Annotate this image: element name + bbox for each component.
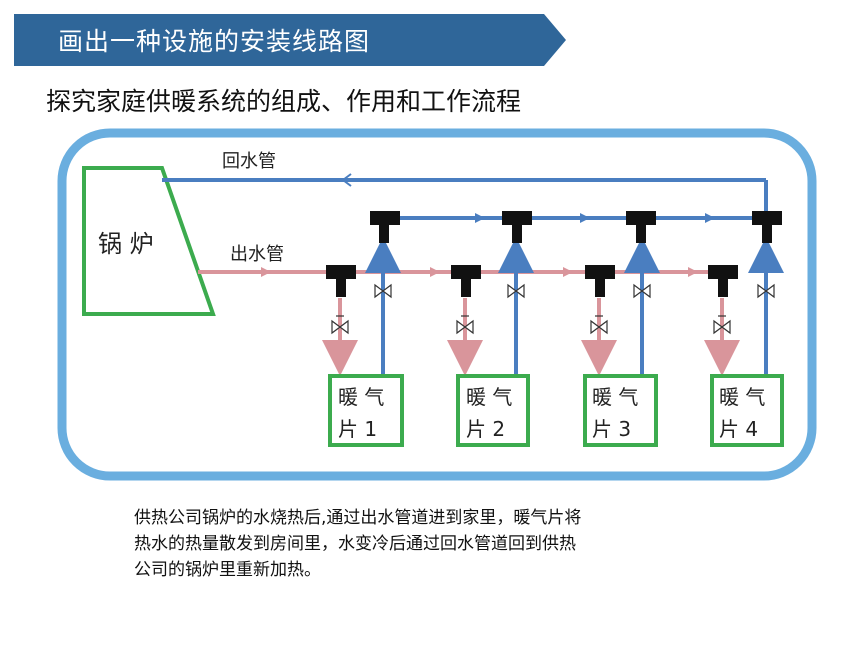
radiator-box — [583, 374, 658, 447]
title-banner: 画出一种设施的安装线路图 — [14, 14, 566, 66]
radiator-label: 片 2 — [466, 417, 505, 441]
radiator-box — [710, 374, 784, 447]
supply-pipe-label: 出水管 — [230, 244, 284, 265]
return-pipe-label: 回水管 — [222, 151, 276, 172]
supply-valve — [590, 319, 608, 335]
radiator-box — [456, 374, 530, 447]
supply-valve-fitting — [451, 265, 481, 279]
return-pipe-arrow — [341, 173, 352, 187]
radiator-label: 暖 气 — [466, 385, 512, 409]
return-valve-fitting — [370, 211, 400, 225]
radiator-label: 片 1 — [338, 417, 377, 441]
supply-pipe-arrow — [261, 267, 271, 277]
supply-pipe-arrow — [430, 267, 440, 277]
return-pipe-arrow — [475, 213, 485, 223]
radiator-label: 暖 气 — [338, 385, 384, 409]
description-line: 公司的锅炉里重新加热。 — [134, 560, 321, 580]
radiator-label: 片 4 — [719, 417, 758, 441]
boiler — [82, 166, 216, 316]
supply-valve — [331, 319, 349, 335]
description-line: 热水的热量散发到房间里，水变冷后通过回水管道回到供热 — [134, 534, 576, 554]
supply-valve — [713, 319, 731, 335]
return-valve-fitting — [752, 211, 782, 225]
return-valve — [633, 283, 651, 299]
supply-valve-fitting — [326, 265, 356, 279]
description-line: 供热公司锅炉的水烧热后,通过出水管道进到家里，暖气片将 — [134, 508, 582, 528]
radiator-box — [328, 374, 404, 447]
return-pipe-arrow — [580, 213, 590, 223]
supply-valve-fitting — [708, 265, 738, 279]
return-pipe-arrow — [705, 213, 715, 223]
return-valve — [374, 283, 392, 299]
radiator-unit-1: 暖 气 片 1 — [322, 211, 404, 447]
boiler-label: 锅 炉 — [98, 230, 154, 258]
banner-arrow-shape — [14, 14, 566, 66]
radiator-unit-3: 暖 气 片 3 — [581, 211, 660, 447]
return-pipe — [162, 178, 768, 220]
return-valve-fitting — [626, 211, 656, 225]
description-text: 供热公司锅炉的水烧热后,通过出水管道进到家里，暖气片将 热水的热量散发到房间里，… — [134, 505, 714, 583]
supply-pipe-arrow — [688, 267, 698, 277]
supply-valve — [456, 319, 474, 335]
radiator-label: 暖 气 — [719, 385, 765, 409]
return-valve — [507, 283, 525, 299]
supply-pipe-arrow — [563, 267, 573, 277]
radiator-unit-4: 暖 气 片 4 — [704, 211, 784, 447]
radiator-label: 暖 气 — [592, 385, 638, 409]
page-subtitle: 探究家庭供暖系统的组成、作用和工作流程 — [46, 87, 522, 116]
radiator-unit-2: 暖 气 片 2 — [447, 211, 534, 447]
supply-valve-fitting — [585, 265, 615, 279]
radiator-label: 片 3 — [592, 417, 631, 441]
banner-title: 画出一种设施的安装线路图 — [58, 27, 371, 56]
return-valve-fitting — [502, 211, 532, 225]
return-valve — [757, 283, 775, 299]
